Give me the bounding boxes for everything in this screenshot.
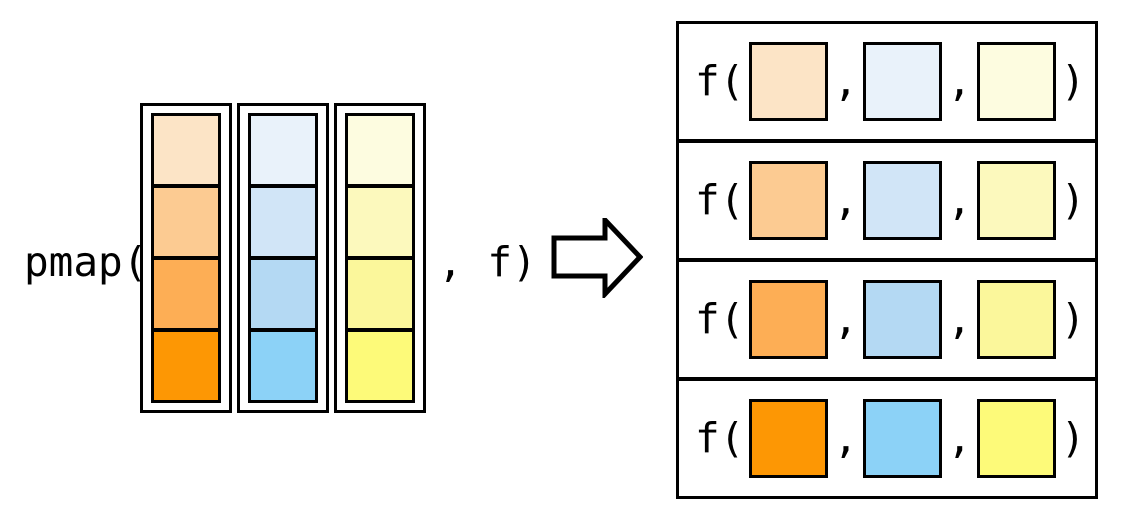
call-separator: , xyxy=(833,295,859,343)
matrix-cell xyxy=(248,185,318,259)
input-matrix xyxy=(140,103,426,413)
output-list: f( , , ) f( , , ) f( , , ) f( xyxy=(676,21,1098,499)
output-row-4: f( , , ) xyxy=(676,378,1098,499)
pmap-call-prefix: pmap( xyxy=(24,237,148,286)
matrix-cell xyxy=(345,329,415,403)
matrix-cell xyxy=(151,113,221,187)
arg-cell-blue xyxy=(863,42,943,121)
matrix-cell xyxy=(345,185,415,259)
arg-cell-yellow xyxy=(976,280,1056,359)
call-close-label: ) xyxy=(1060,176,1086,224)
output-row-1: f( , , ) xyxy=(676,21,1098,142)
matrix-cell xyxy=(248,329,318,403)
call-open-label: f( xyxy=(695,414,745,462)
call-separator: , xyxy=(947,57,972,105)
call-open-label: f( xyxy=(695,176,745,224)
matrix-cell xyxy=(345,113,415,187)
block-arrow-right-icon xyxy=(551,213,644,301)
call-open-label: f( xyxy=(695,57,745,105)
output-row-2: f( , , ) xyxy=(676,140,1098,261)
arg-cell-blue xyxy=(863,399,943,478)
arg-cell-yellow xyxy=(976,42,1056,121)
input-column-blue xyxy=(237,103,329,413)
output-row-3: f( , , ) xyxy=(676,259,1098,380)
arg-cell-orange xyxy=(749,42,829,121)
matrix-cell xyxy=(151,257,221,331)
matrix-cell xyxy=(248,113,318,187)
arg-cell-orange xyxy=(749,399,829,478)
arg-cell-orange xyxy=(749,161,829,240)
call-close-label: ) xyxy=(1060,57,1086,105)
arg-cell-yellow xyxy=(976,399,1056,478)
call-separator: , xyxy=(947,414,972,462)
arg-cell-orange xyxy=(749,280,829,359)
call-separator: , xyxy=(947,176,972,224)
call-separator: , xyxy=(833,414,859,462)
call-open-label: f( xyxy=(695,295,745,343)
matrix-cell xyxy=(151,185,221,259)
call-separator: , xyxy=(833,176,859,224)
call-close-label: ) xyxy=(1060,295,1086,343)
call-close-label: ) xyxy=(1060,414,1086,462)
matrix-cell xyxy=(248,257,318,331)
arg-cell-blue xyxy=(863,161,943,240)
arg-cell-blue xyxy=(863,280,943,359)
pmap-call-suffix: , f) xyxy=(438,237,537,286)
call-separator: , xyxy=(833,57,859,105)
matrix-cell xyxy=(151,329,221,403)
input-column-yellow xyxy=(334,103,426,413)
input-column-orange xyxy=(140,103,232,413)
matrix-cell xyxy=(345,257,415,331)
call-separator: , xyxy=(947,295,972,343)
arg-cell-yellow xyxy=(976,161,1056,240)
